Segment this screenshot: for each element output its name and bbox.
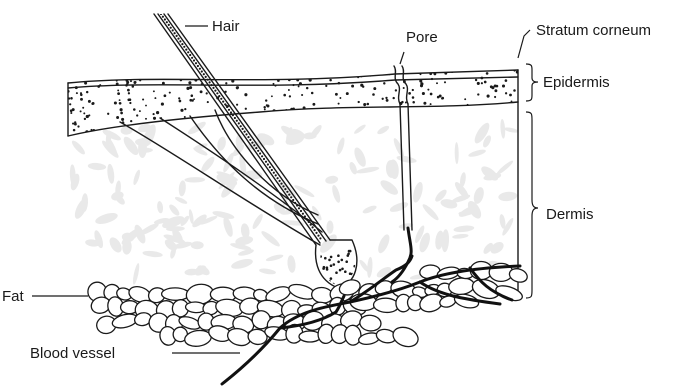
pore-opening: [394, 66, 400, 104]
hair-shaft: [154, 13, 359, 300]
label-stratum-corneum: Stratum corneum: [536, 22, 651, 39]
label-pore: Pore: [406, 29, 438, 46]
label-epidermis: Epidermis: [543, 74, 610, 91]
label-dermis: Dermis: [546, 206, 594, 223]
label-blood-vessel: Blood vessel: [30, 345, 115, 362]
sweat-gland: [392, 228, 411, 282]
epidermis-bracket: [526, 64, 538, 101]
fat-layer: [88, 261, 529, 350]
label-hair: Hair: [212, 18, 240, 35]
label-fat: Fat: [2, 288, 25, 305]
dermis-bracket: [526, 112, 538, 298]
epidermis-layer: [67, 69, 521, 139]
stratum-corneum-line: [68, 70, 518, 83]
